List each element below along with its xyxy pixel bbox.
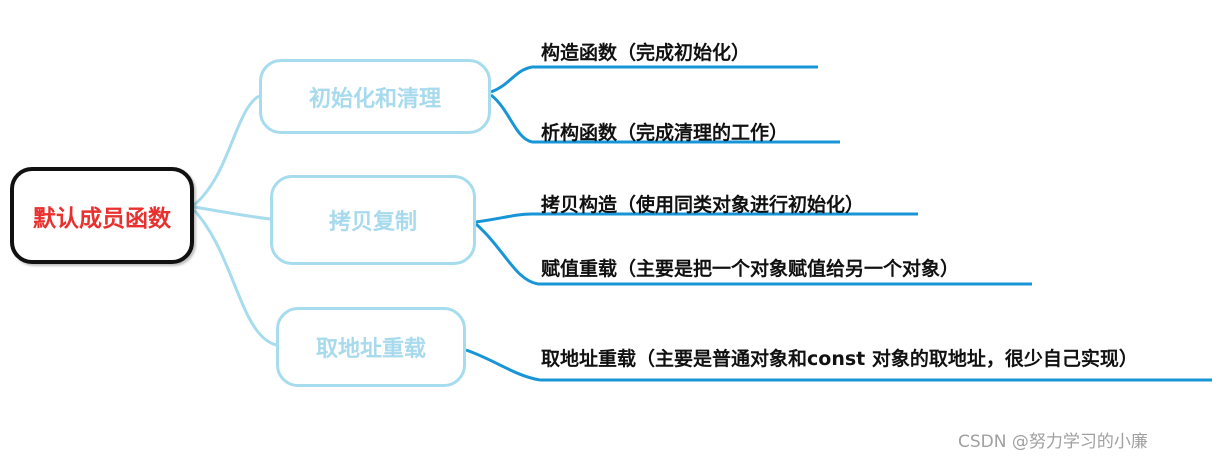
branch-label: 取地址重载 — [315, 337, 426, 362]
connector-root-branch-1 — [193, 205, 271, 221]
leaf-destructor: 析构函数（完成清理的工作） — [541, 122, 789, 144]
connector-branch-2-leaf-4 — [465, 348, 541, 382]
connector-branch-0-leaf-1 — [490, 93, 533, 144]
branch-node-address-overload: 取地址重载 — [276, 307, 466, 387]
connector-root-branch-2 — [192, 208, 277, 347]
branch-label: 初始化和清理 — [308, 86, 441, 112]
branch-node-init-cleanup: 初始化和清理 — [259, 59, 491, 134]
connector-branch-1-leaf-3 — [474, 222, 539, 286]
leaf-constructor: 构造函数（完成初始化） — [541, 42, 751, 64]
watermark: CSDN @努力学习的小廉 — [958, 432, 1148, 452]
leaf-address-overload: 取地址重载（主要是普通对象和const 对象的取地址，很少自己实现） — [541, 348, 1138, 370]
root-label: 默认成员函数 — [33, 205, 171, 232]
connector-branch-0-leaf-0 — [490, 65, 533, 94]
leaf-assignment-overload: 赋值重载（主要是把一个对象赋值给另一个对象） — [541, 258, 960, 280]
branch-label: 拷贝复制 — [328, 210, 417, 235]
connector-root-branch-0 — [193, 94, 260, 207]
leaf-copy-constructor: 拷贝构造（使用同类对象进行初始化） — [541, 194, 865, 216]
root-node: 默认成员函数 — [10, 167, 194, 264]
branch-node-copy: 拷贝复制 — [270, 175, 476, 265]
connector-branch-1-leaf-2 — [475, 212, 533, 224]
